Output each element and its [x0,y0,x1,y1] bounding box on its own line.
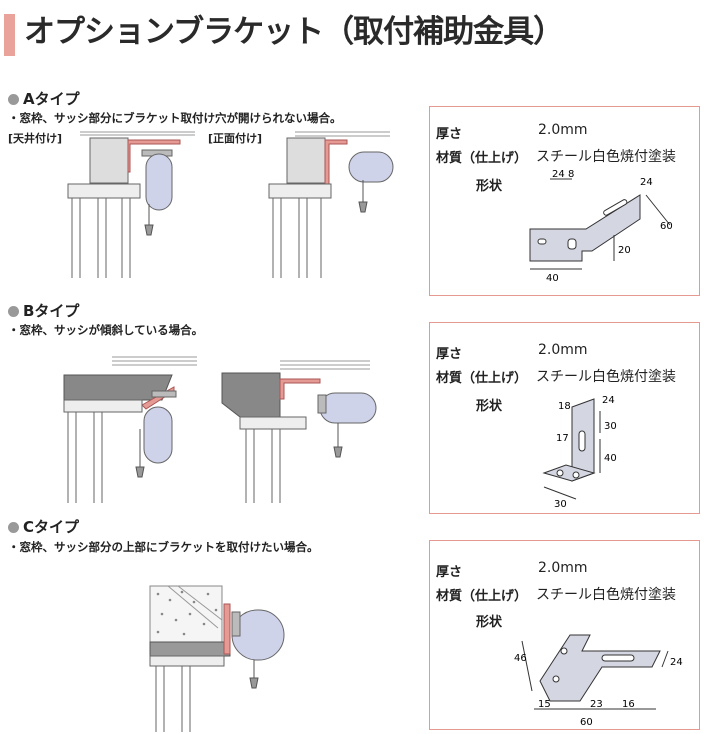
material-label: 材質（仕上げ） [436,151,528,166]
tag-ceiling-mount: [天井付け] [8,132,63,145]
dim-8: 8 [568,169,574,180]
type-c-diagram [149,585,285,732]
bullet-dot-icon [8,522,19,533]
material-label: 材質（仕上げ） [436,371,528,386]
dim-24a: 24 [552,169,565,180]
dim-46: 46 [514,653,527,664]
dim-15: 15 [538,699,551,710]
thickness-label: 厚さ [436,347,463,362]
dim-40: 40 [546,273,559,284]
dim-24: 24 [602,395,615,406]
page-title: オプションブラケット（取付補助金具） [24,14,564,50]
dim-60: 60 [660,221,673,232]
shape-label: 形状 [476,615,503,630]
type-b-heading: Bタイプ [8,300,79,321]
spec-box-c: 厚さ 2.0mm 材質（仕上げ） スチール白色焼付塗装 形状 46 24 15 … [429,540,700,730]
dim-30a: 30 [604,421,617,432]
material-label: 材質（仕上げ） [436,589,528,604]
shape-label: 形状 [476,399,503,414]
type-a-ceiling-diagram [67,131,195,278]
type-a-front-diagram [268,131,394,278]
bullet-dot-icon [8,94,19,105]
type-c-heading: Cタイプ [8,516,79,537]
dim-16: 16 [622,699,635,710]
type-a-description: ・窓枠、サッシ部分にブラケット取付け穴が開けられない場合。 [8,111,342,125]
dim-17: 17 [556,433,569,444]
thickness-value: 2.0mm [538,560,588,576]
type-a-heading: Aタイプ [8,88,80,109]
type-b-description: ・窓枠、サッシが傾斜している場合。 [8,323,204,337]
dim-24b: 24 [640,177,653,188]
type-b-slant-diagram-2 [221,360,377,503]
material-value: スチール白色焼付塗装 [536,149,676,165]
dim-24: 24 [670,657,683,668]
material-value: スチール白色焼付塗装 [536,369,676,385]
bracket-b-drawing: 18 24 17 30 40 30 [542,395,617,510]
dim-23: 23 [590,699,603,710]
type-b-heading-text: Bタイプ [23,302,80,320]
type-b-slant-diagram-1 [63,356,197,503]
type-c-description: ・窓枠、サッシ部分の上部にブラケットを取付けたい場合。 [8,540,319,554]
type-a-heading-text: Aタイプ [23,90,80,108]
bullet-dot-icon [8,306,19,317]
material-value: スチール白色焼付塗装 [536,587,676,603]
type-c-heading-text: Cタイプ [23,518,80,536]
spec-box-b: 厚さ 2.0mm 材質（仕上げ） スチール白色焼付塗装 形状 18 24 17 … [429,322,700,514]
tag-front-mount: [正面付け] [208,132,263,145]
dim-60: 60 [580,717,593,728]
spec-box-a: 厚さ 2.0mm 材質（仕上げ） スチール白色焼付塗装 形状 24 8 24 6… [429,106,700,296]
thickness-label: 厚さ [436,565,463,580]
dim-18: 18 [558,401,571,412]
dim-30b: 30 [554,499,567,510]
dim-20: 20 [618,245,631,256]
thickness-value: 2.0mm [538,122,588,138]
bracket-c-drawing: 46 24 15 23 16 60 [514,634,683,728]
thickness-value: 2.0mm [538,342,588,358]
shape-label: 形状 [476,179,503,194]
thickness-label: 厚さ [436,127,463,142]
title-accent-bar [4,14,15,56]
dim-40: 40 [604,453,617,464]
bracket-a-drawing: 24 8 24 60 20 40 [529,169,673,284]
